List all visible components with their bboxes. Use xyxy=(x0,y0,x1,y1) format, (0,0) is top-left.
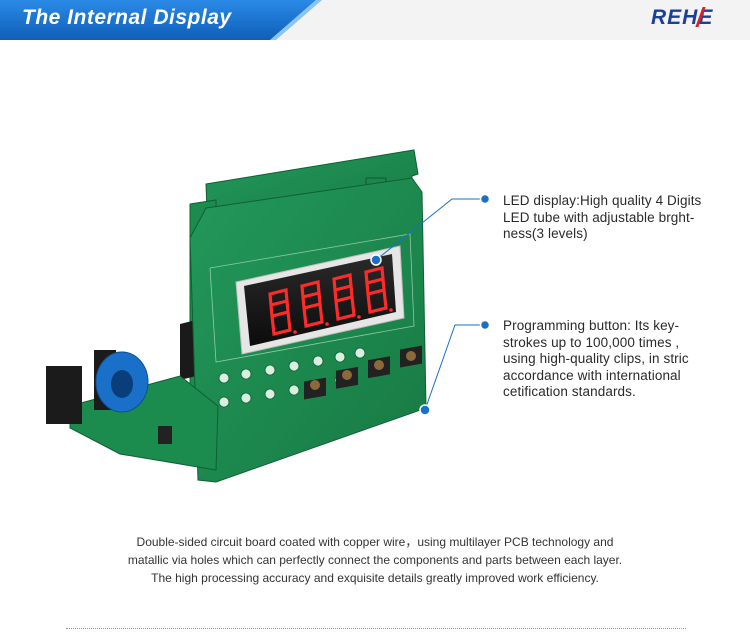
pcb-illustration xyxy=(40,148,440,493)
callout-line: strokes up to 100,000 times , xyxy=(503,334,680,350)
page-title: The Internal Display xyxy=(22,6,232,29)
callout-target-display xyxy=(370,254,382,266)
callout-line: using high-quality clips, in stric xyxy=(503,351,689,366)
header-banner xyxy=(0,0,322,40)
callout-line: LED tube with adjustable brght- xyxy=(503,209,695,225)
callout-led-display: LED display:High quality 4 Digits LED tu… xyxy=(503,193,701,243)
callout-line: Programming button: Its key- xyxy=(503,318,680,333)
header-bar: The Internal Display REHE xyxy=(0,0,750,40)
callout-programming-button: Programming button: Its key- strokes up … xyxy=(503,318,689,401)
description-line: The high processing accuracy and exquisi… xyxy=(151,571,599,585)
callout-line: cetification standards. xyxy=(503,384,636,399)
dotted-divider xyxy=(66,628,686,629)
callout-line: LED display:High quality 4 Digits xyxy=(503,193,702,208)
callout-line: accordance with international xyxy=(503,367,681,383)
description-line: matallic via holes which can perfectly c… xyxy=(127,553,623,567)
description-line: Double-sided circuit board coated with c… xyxy=(136,535,614,549)
callout-target-button xyxy=(419,404,431,416)
callout-line: ness(3 levels) xyxy=(503,226,588,241)
description-text: Double-sided circuit board coated with c… xyxy=(0,533,750,587)
callout-dot-display xyxy=(479,193,491,205)
callout-dot-button xyxy=(479,319,491,331)
